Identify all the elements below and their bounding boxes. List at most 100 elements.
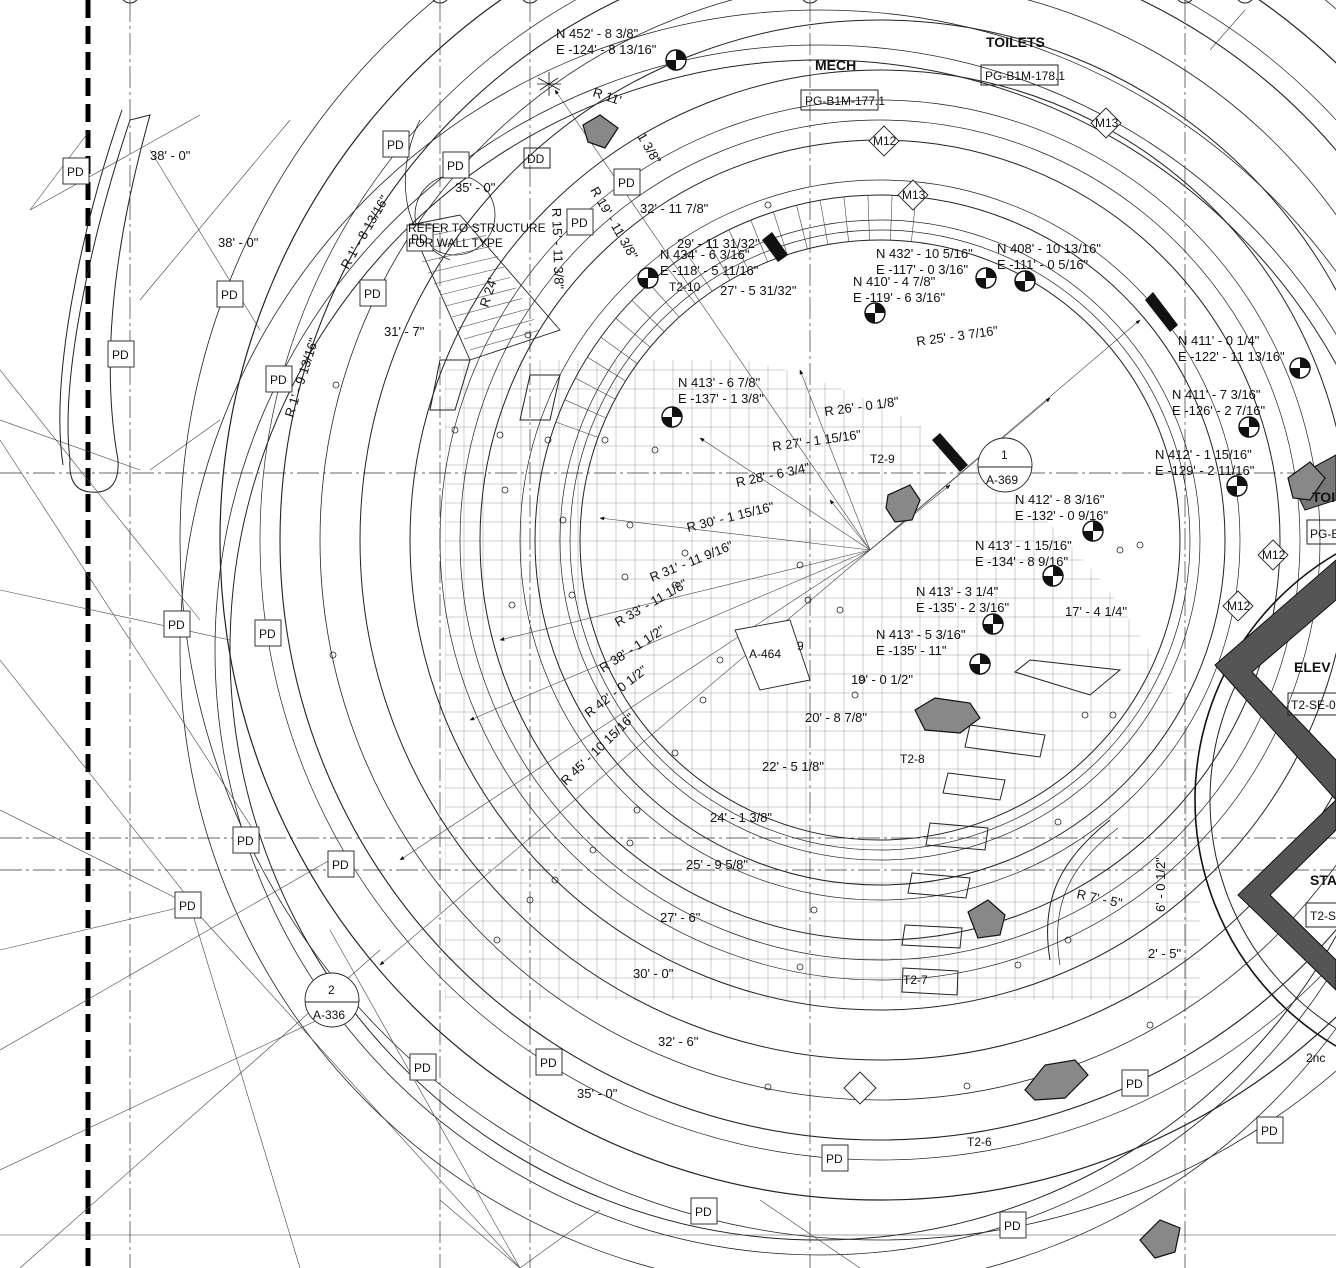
coord-e-7: E -137' - 1 3/8" — [678, 391, 764, 406]
ring-6 — [459, 119, 1301, 961]
paving-dot-25 — [551, 876, 559, 884]
paving-dot-24 — [589, 846, 597, 854]
planter-box-13 — [174, 891, 202, 919]
tree-tag-3: T2-7 — [903, 973, 928, 987]
planter-code-7: PD — [112, 348, 129, 362]
planter-box-11 — [232, 826, 260, 854]
coord-n-11: N 413' - 3 1/4" — [916, 584, 999, 599]
dd-box — [523, 147, 551, 169]
paving-dot-18 — [1081, 711, 1089, 719]
paving-dots — [329, 201, 1154, 1091]
paving-dot-21 — [671, 749, 679, 757]
paving-dot-22 — [633, 806, 641, 814]
planter-code-15: PD — [540, 1056, 557, 1070]
planter-code-6: PD — [221, 288, 238, 302]
stair-tread-3 — [427, 256, 499, 274]
radius-label-8: R 26' - 0 1/8" — [823, 394, 900, 419]
center-star — [537, 72, 561, 96]
equipment-tag-2: M13 — [902, 188, 926, 202]
dimension-label-14: 30' - 0" — [633, 966, 674, 981]
room-title-mech: MECH — [815, 57, 856, 73]
planter-box-7 — [107, 340, 135, 368]
leader-2 — [699, 437, 871, 551]
radius-label-12: R 31' - 11 9/16" — [648, 538, 736, 585]
equipment-diamond-2 — [897, 179, 929, 211]
room-ref-box-mech — [800, 89, 879, 111]
grid-bubbles — [122, 0, 1253, 4]
radius-label-3: R 15' - 11 3/8" — [549, 208, 567, 290]
dd-tag: DD — [527, 152, 545, 166]
equipment-tag-3: M12 — [1262, 548, 1286, 562]
radius-label-9: R 27' - 1 15/16" — [771, 427, 862, 454]
coord-e-10: E -134' - 8 9/16" — [975, 554, 1068, 569]
paving-dot-23 — [626, 839, 634, 847]
planter-code-17: PD — [695, 1205, 712, 1219]
planter-code-4: PD — [571, 216, 588, 230]
ring-3 — [534, 194, 1226, 886]
planter-box-17 — [690, 1197, 718, 1225]
paving-dot-1 — [329, 651, 337, 659]
riser-14 — [796, 205, 808, 249]
paving-dot-37 — [764, 201, 772, 209]
section-3-box — [734, 619, 811, 691]
ring-12 — [259, 0, 1336, 1161]
planter-code-2: PD — [447, 159, 464, 173]
edge-box-t2se — [1287, 692, 1336, 716]
planter-outline-outer — [59, 109, 123, 466]
planter-code-0: PD — [67, 165, 84, 179]
coord-e-4: E -119' - 6 3/16" — [853, 290, 946, 305]
dimension-label-5: 29' - 11 31/32" — [677, 236, 760, 251]
benches — [429, 359, 1122, 996]
coord-n-10: N 413' - 1 15/16" — [975, 538, 1072, 553]
riser-9 — [686, 253, 713, 292]
target-fill-9 — [1083, 521, 1103, 541]
planter-code-18: PD — [1004, 1219, 1021, 1233]
ring-7 — [439, 99, 1321, 981]
planter-code-20: PD — [1261, 1124, 1278, 1138]
planter-box-5 — [359, 279, 387, 307]
outer-arc-0 — [229, 59, 1336, 1241]
stair-tread-5 — [439, 277, 511, 296]
outer-arc-1 — [214, 44, 1336, 1256]
dimension-label-17: 6' - 0 1/2" — [1153, 857, 1168, 912]
section-sheet-1: A-336 — [313, 1008, 345, 1022]
radius-label-13: R 33' - 11 1/8" — [612, 576, 690, 630]
coord-n-8: N 412' - 1 15/16" — [1155, 447, 1252, 462]
riser-17 — [867, 195, 870, 241]
planter-box-1 — [382, 130, 410, 158]
dimension-label-1: 35' - 0" — [455, 180, 496, 195]
room-ref-box-toilets — [980, 64, 1059, 86]
riser-6 — [631, 300, 665, 332]
paving-dot-5 — [601, 436, 609, 444]
radius-label-10: R 28' - 6 3/4" — [735, 460, 812, 490]
target-fill-3 — [1015, 271, 1035, 291]
target-fill-1 — [638, 268, 658, 288]
leader-5 — [829, 499, 871, 551]
target-fill-8 — [1227, 476, 1247, 496]
edge-label-sta: STA — [1310, 872, 1336, 888]
paving-dot-0 — [332, 381, 340, 389]
paving-dot-32 — [764, 1083, 772, 1091]
inner-arc — [1047, 819, 1111, 961]
radius-label-16: R 45' - 10 15/16" — [558, 710, 638, 788]
paving-dot-15 — [804, 596, 812, 604]
planter-code-11: PD — [237, 834, 254, 848]
equipment-tag-4: M12 — [1227, 599, 1251, 613]
equipment-diamond-4 — [1222, 590, 1254, 622]
edge-label-pgb: PG-B — [1310, 527, 1336, 541]
leader-0 — [799, 369, 871, 551]
edge-label-toi: TOI — [1312, 489, 1335, 505]
riser-8 — [667, 267, 696, 304]
target-fill-0 — [666, 50, 686, 70]
ring-2 — [559, 219, 1201, 861]
planter-box-12 — [327, 850, 355, 878]
coord-n-9: N 412' - 8 3/16" — [1015, 492, 1105, 507]
paving-dot-31 — [1109, 711, 1117, 719]
planter-box-4 — [566, 208, 594, 236]
riser-15 — [819, 200, 829, 245]
inner-arc-2 — [1057, 827, 1119, 966]
coord-e-8: E -129' - 2 11/16" — [1155, 463, 1255, 478]
ring-13 — [219, 0, 1336, 1201]
riser-18 — [890, 195, 893, 241]
